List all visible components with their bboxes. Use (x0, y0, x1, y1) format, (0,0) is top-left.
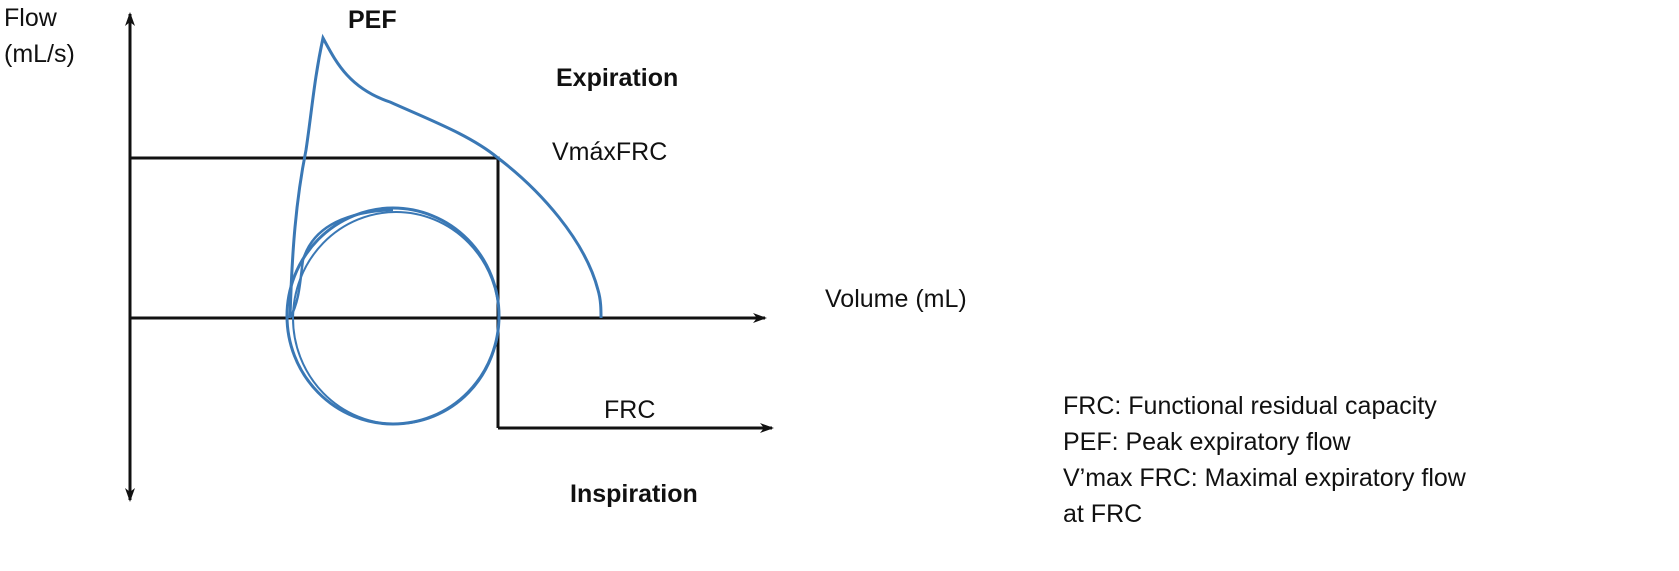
legend: FRC: Functional residual capacity PEF: P… (1063, 388, 1466, 532)
pef-label: PEF (348, 6, 397, 34)
tidal-loop-inner (288, 208, 394, 319)
forced-expiratory-curve (288, 33, 603, 319)
legend-item: FRC: Functional residual capacity (1063, 392, 1437, 420)
y-axis-label: Flow (4, 4, 57, 32)
frc-label: FRC (604, 396, 656, 424)
expiration-label: Expiration (556, 64, 679, 92)
x-axis-label: Volume (mL) (825, 285, 967, 313)
y-axis-unit: (mL/s) (4, 40, 75, 68)
vmax-frc-label: VmáxFRC (552, 138, 668, 166)
legend-item: V’max FRC: Maximal expiratory flow (1063, 464, 1466, 492)
tidal-loop-2 (292, 211, 500, 425)
legend-item: PEF: Peak expiratory flow (1063, 428, 1351, 456)
inspiration-label: Inspiration (570, 480, 698, 508)
legend-item: at FRC (1063, 500, 1143, 528)
